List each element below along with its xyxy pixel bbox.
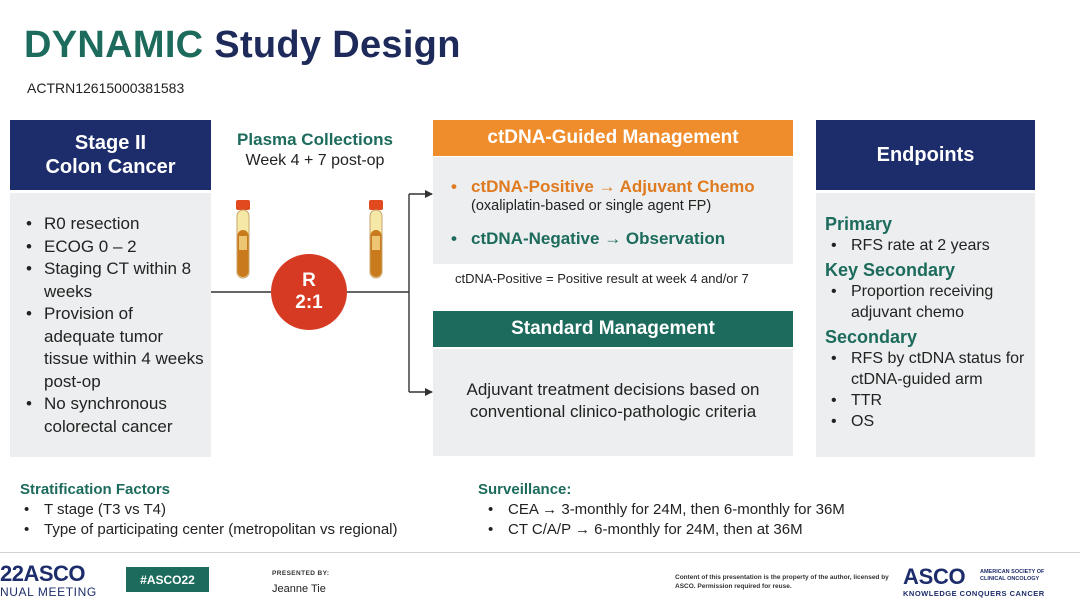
eligibility-header-line2: Colon Cancer <box>45 156 176 178</box>
asco-society-name: AMERICAN SOCIETY OF CLINICAL ONCOLOGY <box>980 569 1045 582</box>
trial-registration-id: ACTRN12615000381583 <box>27 80 185 96</box>
eligibility-header: Stage II Colon Cancer <box>10 120 211 190</box>
list-item: R0 resection <box>18 213 205 236</box>
blood-tube-icon <box>236 200 250 279</box>
standard-arm-panel: Adjuvant treatment decisions based on co… <box>433 349 793 456</box>
annual-meeting-logo-text: 22ASCO <box>0 561 86 586</box>
hashtag-badge: #ASCO22 <box>126 567 209 592</box>
eligibility-header-line1: Stage II <box>74 132 147 154</box>
ctdna-negative-row: • ctDNA-Negative → Observation <box>451 229 793 249</box>
list-item: ECOG 0 – 2 <box>18 236 205 259</box>
stratification-list: T stage (T3 vs T4) Type of participating… <box>18 500 398 540</box>
list-item: TTR <box>825 390 1029 411</box>
ctdna-positive-definition: ctDNA-Positive = Positive result at week… <box>455 271 749 286</box>
annual-meeting-label: NUAL MEETING <box>0 585 97 599</box>
endpoints-panel: Primary RFS rate at 2 years Key Secondar… <box>816 193 1035 457</box>
guided-arm-header: ctDNA-Guided Management <box>433 120 793 156</box>
list-item: No synchronous colorectal cancer <box>18 393 205 438</box>
list-item: Type of participating center (metropolit… <box>18 520 398 540</box>
asco-logo: ASCO <box>903 564 966 589</box>
plasma-collections-timing: Week 4 + 7 post-op <box>245 152 385 169</box>
list-item: RFS by ctDNA status for ctDNA-guided arm <box>825 348 1029 390</box>
stratification-title: Stratification Factors <box>20 481 171 498</box>
list-item: Staging CT within 8 weeks <box>18 258 205 303</box>
plasma-collections-title: Plasma Collections <box>237 130 393 149</box>
annual-meeting-logo: 22ASCO NUAL MEETING <box>0 561 97 600</box>
list-item: RFS rate at 2 years <box>825 235 1029 256</box>
randomization-circle: R 2:1 <box>271 254 347 330</box>
presented-by-label: PRESENTED BY: <box>272 570 330 577</box>
endpoints-header: Endpoints <box>816 120 1035 190</box>
ctdna-negative-label: ctDNA-Negative → Observation <box>471 229 726 248</box>
eligibility-list: R0 resection ECOG 0 – 2 Staging CT withi… <box>18 213 205 438</box>
presenter-name: Jeanne Tie <box>272 583 326 595</box>
title-study-design: Study Design <box>214 24 461 66</box>
ctdna-positive-detail: (oxaliplatin-based or single agent FP) <box>471 198 712 214</box>
page-title: DYNAMIC Study Design <box>24 24 461 67</box>
eligibility-criteria-panel: R0 resection ECOG 0 – 2 Staging CT withi… <box>10 193 211 457</box>
ctdna-positive-row: • ctDNA-Positive → Adjuvant Chemo <box>451 177 793 197</box>
endpoint-key-secondary-heading: Key Secondary <box>825 260 956 280</box>
list-item: T stage (T3 vs T4) <box>18 500 398 520</box>
standard-arm-header: Standard Management <box>433 311 793 347</box>
standard-arm-description: Adjuvant treatment decisions based on co… <box>466 380 760 421</box>
guided-arm-panel: • ctDNA-Positive → Adjuvant Chemo (oxali… <box>433 157 793 264</box>
list-item: OS <box>825 411 1029 432</box>
list-item: Proportion receiving adjuvant chemo <box>825 281 1029 323</box>
endpoint-primary-list: RFS rate at 2 years <box>825 235 1029 256</box>
randomization-letter: R <box>302 270 316 291</box>
list-item: CEA → 3-monthly for 24M, then 6-monthly … <box>482 500 845 520</box>
list-item: Provision of adequate tumor tissue withi… <box>18 303 205 393</box>
copyright-notice: Content of this presentation is the prop… <box>675 574 889 590</box>
bullet-icon: • <box>451 229 457 248</box>
blood-tube-icon <box>369 200 383 279</box>
bullet-icon: • <box>451 177 457 196</box>
footer-divider <box>0 552 1080 553</box>
randomization-ratio: 2:1 <box>295 292 323 313</box>
endpoint-secondary-list: RFS by ctDNA status for ctDNA-guided arm… <box>825 348 1029 432</box>
title-study-name: DYNAMIC <box>24 24 204 66</box>
surveillance-title: Surveillance: <box>478 481 572 498</box>
surveillance-list: CEA → 3-monthly for 24M, then 6-monthly … <box>482 500 845 540</box>
ctdna-positive-label: ctDNA-Positive → Adjuvant Chemo <box>471 177 755 196</box>
asco-tagline: KNOWLEDGE CONQUERS CANCER <box>903 589 1045 598</box>
list-item: CT C/A/P → 6-monthly for 24M, then at 36… <box>482 520 845 540</box>
endpoint-primary-heading: Primary <box>825 214 893 234</box>
endpoint-key-secondary-list: Proportion receiving adjuvant chemo <box>825 281 1029 323</box>
endpoint-secondary-heading: Secondary <box>825 327 918 347</box>
